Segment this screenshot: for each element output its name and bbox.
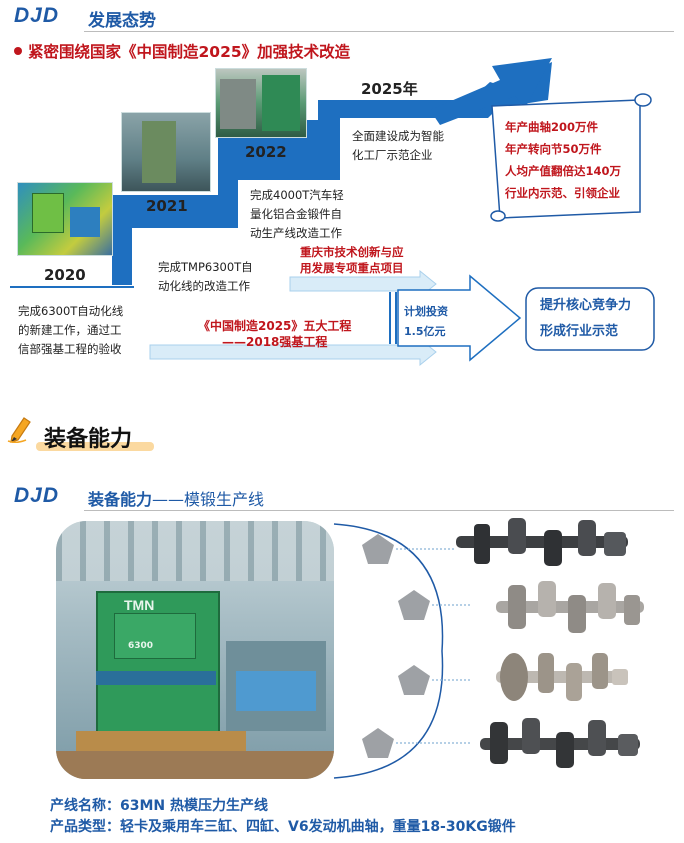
step-2025-text: 全面建设成为智能化工厂示范企业	[352, 129, 444, 162]
pencil-icon	[7, 417, 31, 444]
dotted-connectors	[396, 548, 470, 744]
pentagon-icon-2	[398, 590, 430, 620]
crankshaft-image-1	[456, 518, 628, 566]
scroll-shape	[491, 99, 641, 219]
investment-arrow	[397, 274, 522, 362]
pentagon-icon-4	[362, 728, 394, 758]
bullet-icon	[14, 47, 22, 55]
year-2021: 2021	[146, 197, 188, 215]
line-name: 产线名称：63MN 热模压力生产线	[50, 798, 269, 814]
press-photo: TMN 6300	[56, 521, 334, 779]
header-rule-2	[84, 510, 674, 511]
crankshaft-image-4	[480, 718, 640, 768]
photo-2020	[17, 182, 113, 256]
press-label: TMN	[124, 597, 155, 613]
step-2021-text: 完成TMP6300T自动化线的改造工作	[158, 260, 253, 293]
year-2022: 2022	[245, 143, 287, 161]
project1-text: 重庆市技术创新与应用发展专项重点项目	[300, 245, 404, 275]
section2-title: 装备能力——模锻生产线	[88, 490, 265, 509]
brand-logo: DJD	[14, 4, 60, 27]
brand-logo-2: DJD	[14, 484, 60, 507]
header-rule	[84, 31, 674, 32]
step-2022-text: 完成4000T汽车轻量化铝合金锻件自动生产线改造工作	[250, 188, 344, 240]
crankshaft-image-2	[496, 581, 644, 633]
year-2020: 2020	[44, 266, 86, 284]
project2-text: 《中国制造2025》五大工程——2018强基工程	[198, 319, 352, 349]
press-number: 6300	[128, 641, 154, 651]
step-2020-text: 完成6300T自动化线的新建工作，通过工信部强基工程的验收	[18, 304, 124, 356]
photo-2021	[121, 112, 211, 192]
headline: 紧密围绕国家《中国制造2025》加强技术改造	[28, 43, 351, 61]
equip-heading: 装备能力	[44, 427, 133, 452]
year-2025: 2025年	[361, 80, 418, 98]
pentagon-icon-3	[398, 665, 430, 695]
product-type: 产品类型：轻卡及乘用车三缸、四缸、V6发动机曲轴，重量18-30KG锻件	[50, 819, 516, 835]
connector-arc	[333, 523, 444, 779]
title-underline	[36, 442, 154, 451]
photo-2022	[215, 68, 307, 138]
section-title: 发展态势	[88, 11, 156, 31]
growth-arrow	[430, 58, 552, 125]
goal-text: 提升核心竞争力形成行业示范	[540, 298, 632, 339]
staircase-diagram	[10, 58, 655, 367]
crankshaft-image-3	[496, 653, 628, 701]
goal-box	[525, 287, 655, 351]
pentagon-icon-1	[362, 534, 394, 564]
scroll-text: 年产曲轴200万件年产转向节50万件人均产值翻倍达140万行业内示范、引领企业	[505, 120, 622, 200]
